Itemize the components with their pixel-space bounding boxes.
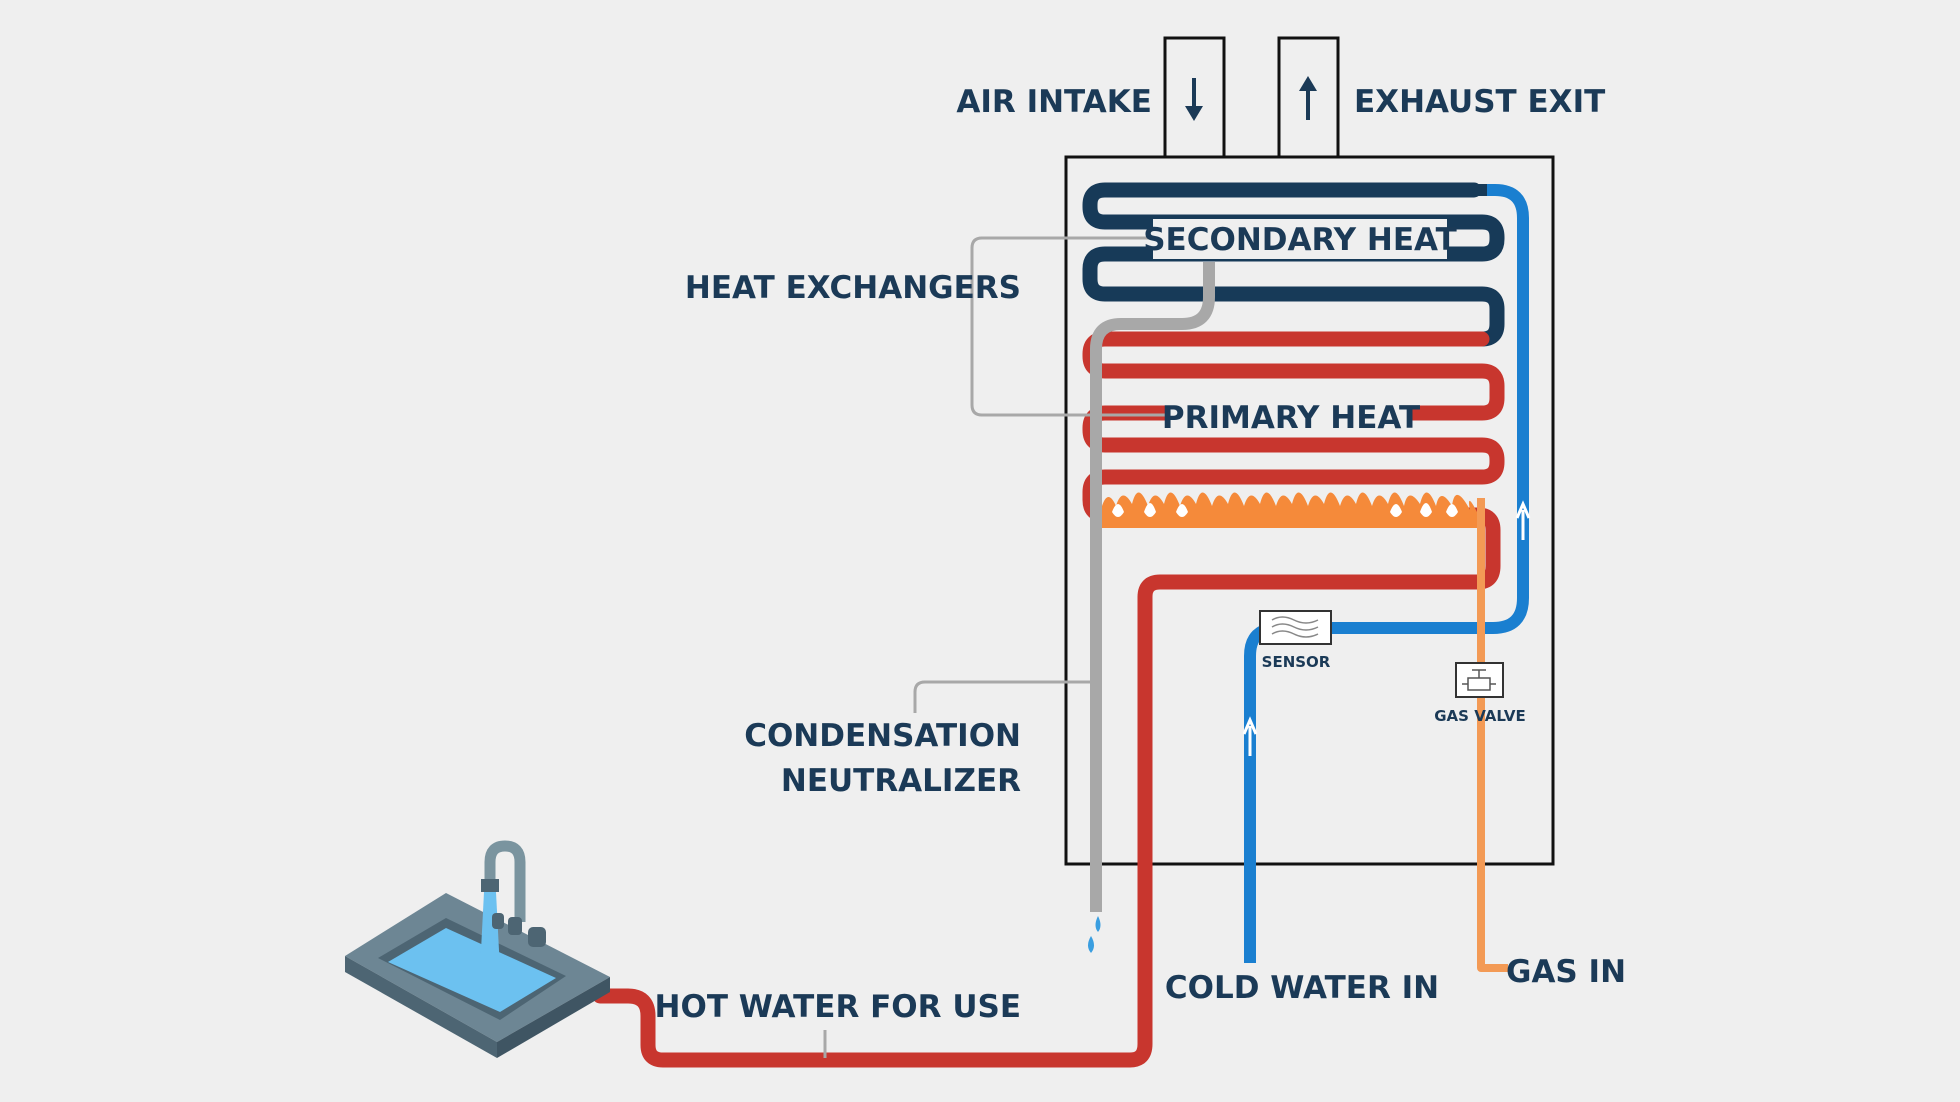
sink-icon — [345, 840, 610, 1058]
neutralizer-label: NEUTRALIZER — [781, 763, 1021, 799]
valve-icon — [1462, 669, 1496, 691]
primary-heat-exchanger-coil — [592, 331, 1505, 1068]
burner-flame — [1102, 492, 1478, 528]
gas-pipe — [1477, 498, 1508, 972]
condensation-label: CONDENSATION — [744, 718, 1021, 754]
sensor-icon — [1271, 616, 1319, 638]
leader-lines — [823, 236, 1175, 1058]
exhaust-exit-label: EXHAUST EXIT — [1354, 84, 1605, 120]
primary-heat-label: PRIMARY HEAT — [1162, 400, 1420, 436]
sensor-label: SENSOR — [1262, 653, 1331, 671]
cold-water-label: COLD WATER IN — [1165, 970, 1439, 1006]
flow-arrow-icon — [1242, 500, 1531, 756]
condensation-leader — [913, 680, 1090, 713]
condensate-pipe — [1090, 262, 1215, 912]
water-drop-icon — [1088, 916, 1101, 953]
air-intake-vent — [1163, 36, 1226, 160]
primary-heat-label-bg — [1170, 397, 1411, 437]
secondary-heat-label: SECONDARY HEAT — [1143, 222, 1457, 258]
heat-exchangers-leader — [970, 236, 1175, 417]
gas-valve-label: GAS VALVE — [1434, 707, 1526, 725]
secondary-heat-label-bg — [1153, 219, 1447, 259]
air-intake-label: AIR INTAKE — [956, 84, 1152, 120]
hot-water-label: HOT WATER FOR USE — [655, 989, 1021, 1025]
arrow-down-icon — [1185, 78, 1203, 121]
heat-exchangers-label: HEAT EXCHANGERS — [685, 270, 1021, 306]
gas-in-label: GAS IN — [1506, 954, 1626, 990]
gas-valve — [1455, 662, 1504, 698]
exhaust-vent — [1277, 36, 1340, 160]
arrow-up-icon — [1299, 76, 1317, 120]
sensor — [1259, 610, 1332, 645]
